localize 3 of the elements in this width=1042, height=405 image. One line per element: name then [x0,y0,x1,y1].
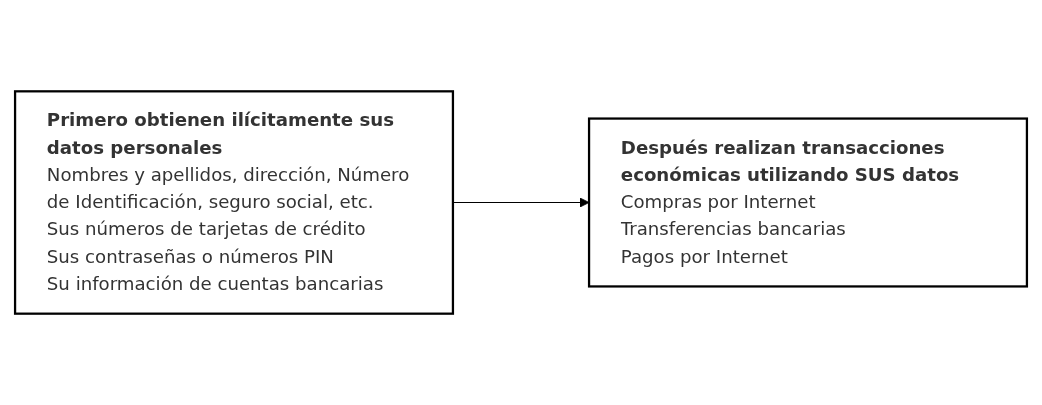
node-box: Primero obtienen ilícitamente sus datos personales Nombres y apellidos, dirección, Número de Identificación, seguro social, etc. Sus números de tarjetas de crédito Sus contraseñas o números PIN Su información de cuentas bancarias [13,90,455,315]
arrow [452,197,590,208]
node-box: Después realizan transacciones económicas utilizando SUS datos Compras por Internet Transferencias bancarias Pagos por Internet [587,117,1029,288]
